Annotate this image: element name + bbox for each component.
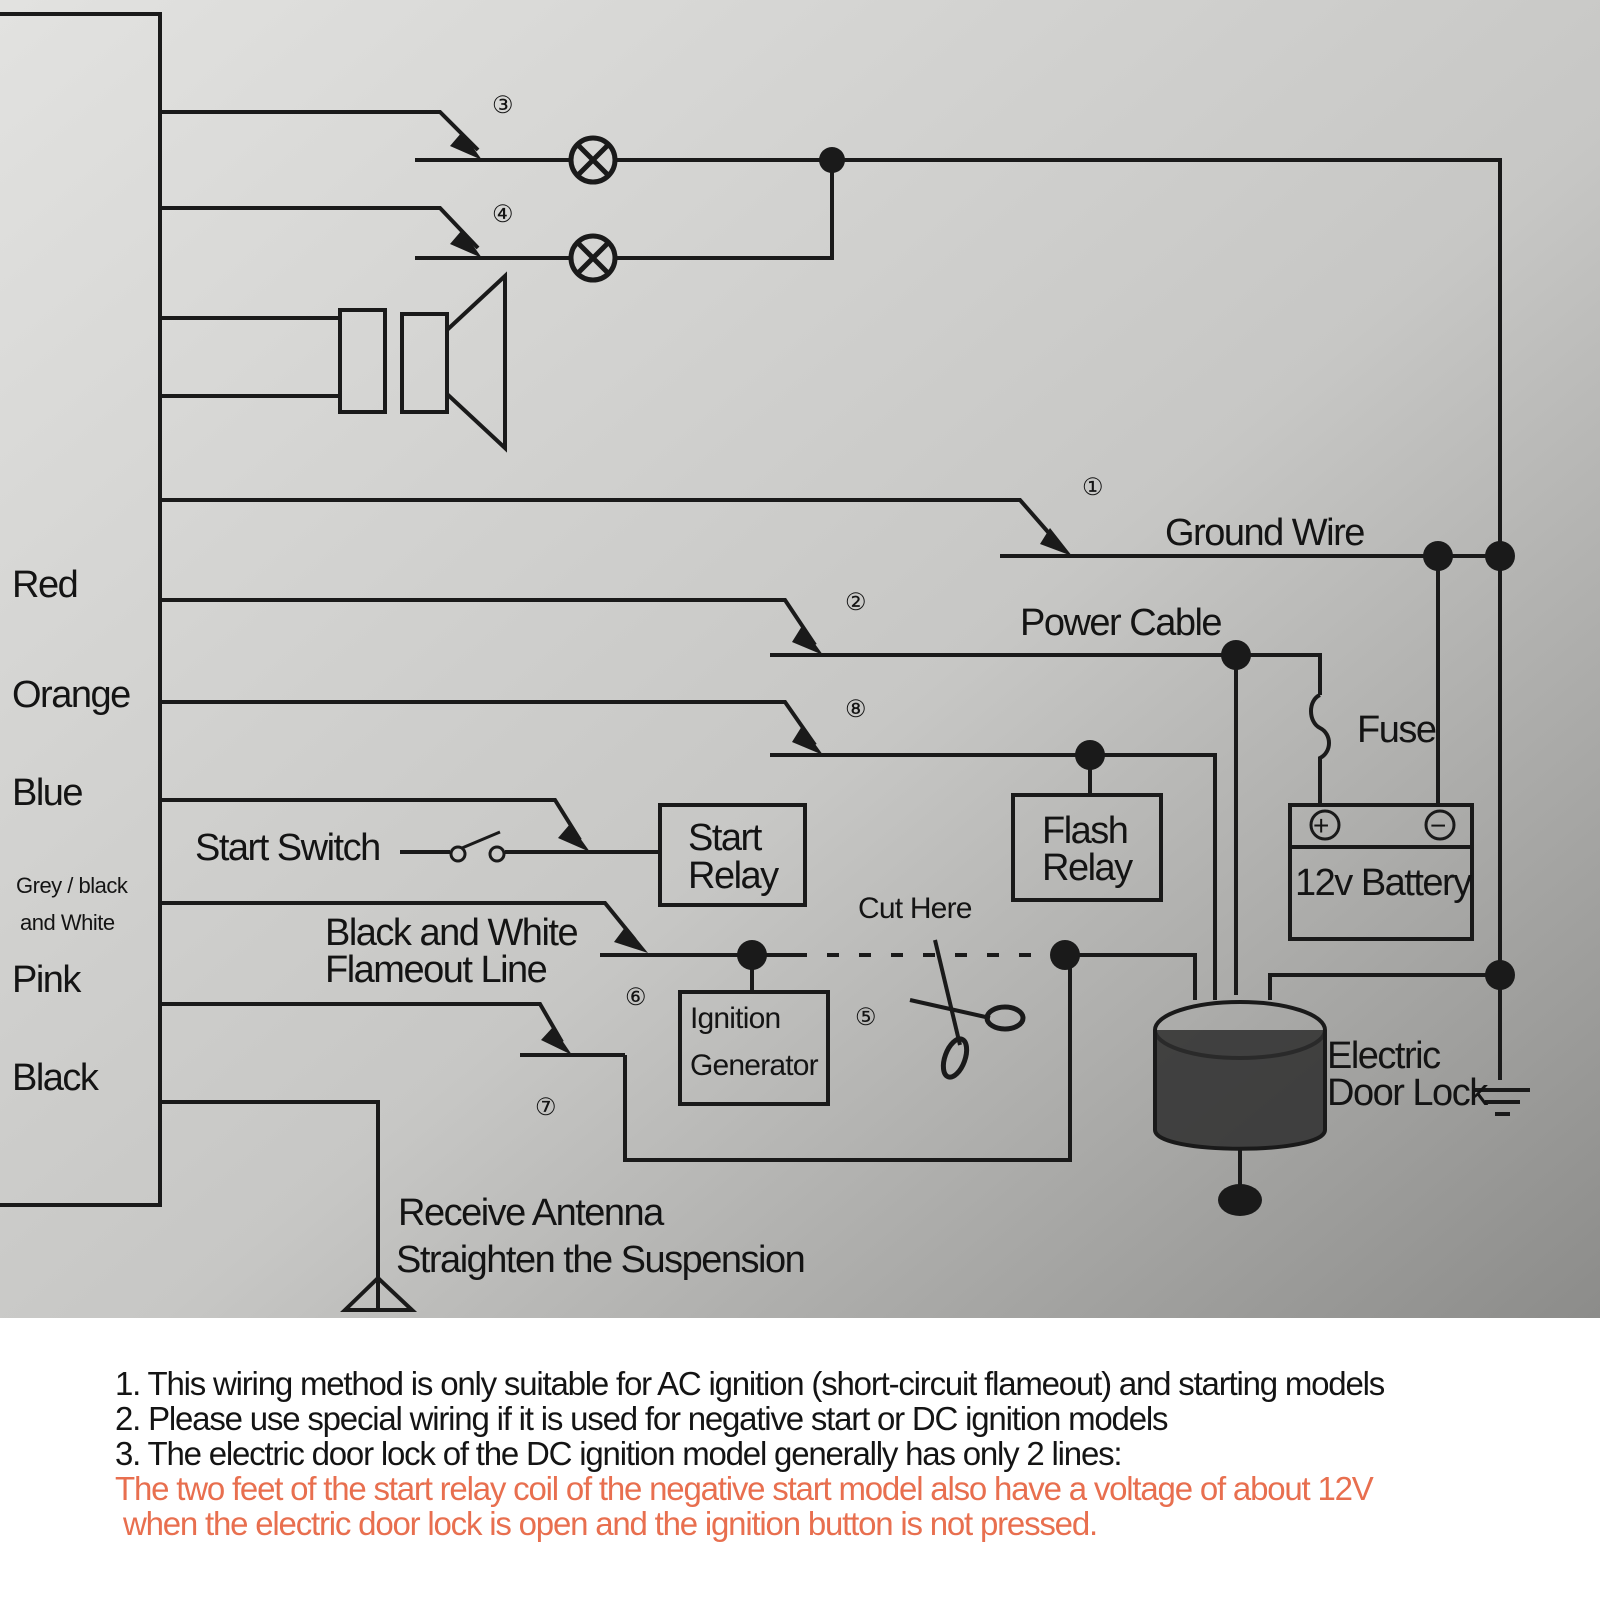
marker-3: ③ [492, 92, 514, 119]
battery-icon [1288, 803, 1474, 941]
wire-label-grey: Grey / black [16, 873, 129, 898]
ground-symbol-icon [1475, 1088, 1530, 1116]
lamp-wire-4 [160, 206, 570, 260]
marker-8: ⑧ [845, 696, 867, 723]
ignition-generator-box [678, 990, 830, 1106]
note-line-5: when the electric door lock is open and … [115, 1505, 1097, 1542]
power-cable-label: Power Cable [1020, 602, 1221, 644]
wire-label-black: Black [12, 1057, 100, 1099]
ignition-generator-label-line2: Generator [690, 1049, 819, 1082]
start-relay-label-line2: Relay [688, 855, 779, 897]
marker-2: ② [845, 589, 867, 616]
marker-6: ⑥ [625, 984, 647, 1011]
start-relay-box [658, 803, 807, 907]
paper-background [0, 0, 1600, 1318]
scissors-icon [909, 939, 1026, 1080]
marker-5: ⑤ [855, 1004, 877, 1031]
ground-wire [160, 498, 1515, 805]
lamp-wire-3 [160, 110, 570, 162]
start-switch-label: Start Switch [195, 827, 380, 869]
marker-4: ④ [492, 201, 514, 228]
battery-minus-label: − [1430, 810, 1446, 841]
start-relay-label: Start [688, 817, 763, 859]
ignition-generator-label: Ignition [690, 1002, 780, 1035]
door-lock-icon [1153, 960, 1515, 1216]
note-line-4: The two feet of the start relay coil of … [115, 1470, 1374, 1507]
start-switch-wire [160, 798, 660, 854]
flash-relay-box [1011, 793, 1163, 902]
controller-box [0, 12, 162, 1207]
pink-wire [160, 1002, 625, 1057]
battery-label: 12v Battery [1295, 862, 1472, 904]
marker-1: ① [1082, 474, 1104, 501]
wire-label-grey-line2: and White [20, 910, 115, 935]
wire-label-red: Red [12, 564, 77, 606]
ground-wire-label: Ground Wire [1165, 512, 1364, 554]
door-lock-label-line2: Door Lock [1327, 1072, 1489, 1114]
door-lock-label: Electric [1327, 1035, 1440, 1077]
siren-icon [160, 271, 507, 453]
note-line-2: 2. Please use special wiring if it is us… [115, 1400, 1168, 1437]
flash-relay-wire [160, 700, 1217, 1000]
wire-label-orange: Orange [12, 674, 130, 716]
fuse-label: Fuse [1357, 709, 1436, 751]
flash-relay-label: Flash [1042, 810, 1127, 852]
note-line-3: 3. The electric door lock of the DC igni… [115, 1435, 1121, 1472]
flameout-line-label: Black and White [325, 912, 577, 954]
antenna-wire [160, 1100, 418, 1312]
flash-relay-label-line2: Relay [1042, 847, 1133, 889]
battery-plus-label: + [1313, 810, 1329, 841]
note-line-1: 1. This wiring method is only suitable f… [115, 1365, 1385, 1402]
marker-7: ⑦ [535, 1094, 557, 1121]
lamp-common-wire [615, 158, 1502, 1080]
flameout-wire [160, 901, 1197, 1162]
flameout-line-label-line2: Flameout Line [325, 949, 547, 991]
fuse-icon [1309, 693, 1331, 805]
antenna-label: Receive Antenna [398, 1192, 665, 1234]
wire-label-blue: Blue [12, 772, 82, 814]
start-switch-icon [449, 830, 506, 863]
antenna-label-line2: Straighten the Suspension [396, 1239, 804, 1281]
lamp-join-wire [615, 160, 834, 260]
cut-here-label: Cut Here [858, 892, 972, 925]
power-cable [160, 598, 1322, 995]
wire-label-pink: Pink [12, 959, 82, 1001]
